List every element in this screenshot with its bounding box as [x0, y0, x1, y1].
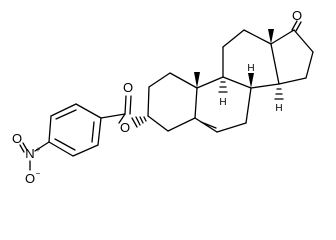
ring-d: [270, 29, 314, 85]
ring-b: [194, 76, 252, 133]
nitro-double-bond-a: [19, 144, 25, 153]
nitro-oxygen2-charge: −: [36, 169, 41, 178]
c5-c6-double-bond: [200, 121, 217, 129]
c10-methyl-wedge: [194, 72, 200, 88]
ester-oxygen-label: O: [120, 120, 130, 135]
ring-a: [147, 72, 198, 132]
o-to-carbonyl-bond: [118, 113, 126, 124]
nitro-double-bond-b: [22, 142, 28, 151]
h14-hashed-bond: [274, 88, 284, 100]
nitro-nitrogen-charge: +: [36, 145, 41, 154]
nitro-nitrogen-label: N: [25, 146, 34, 161]
h9-label: H: [219, 97, 226, 108]
c13-methyl-wedge: [268, 29, 274, 44]
h9-hashed-bond: [218, 81, 228, 93]
ketone-oxygen-label: O: [292, 8, 302, 23]
h8-label: H: [247, 63, 254, 74]
ring-c: [222, 29, 280, 89]
h14-label: H: [275, 103, 282, 114]
carbonyl-bond-b: [129, 95, 132, 115]
h8-wedge: [248, 73, 254, 88]
nitro-oxygen2-label: O: [25, 171, 35, 186]
structure-canvas: O H H H: [12, 8, 314, 186]
ring-to-nitro-bond: [34, 141, 50, 152]
ketone-double-bond: [291, 20, 302, 32]
carbonyl-bond-a: [124, 95, 127, 115]
carbonyl-to-ring-bond: [100, 113, 126, 119]
carbonyl-oxygen-label: O: [123, 80, 133, 95]
nitro-oxygen1-label: O: [12, 131, 22, 146]
nitrophenyl-ring: [48, 103, 102, 157]
c3-ester-hashed-bond: [131, 116, 147, 128]
molecule-diagram: O H H H: [12, 8, 314, 186]
